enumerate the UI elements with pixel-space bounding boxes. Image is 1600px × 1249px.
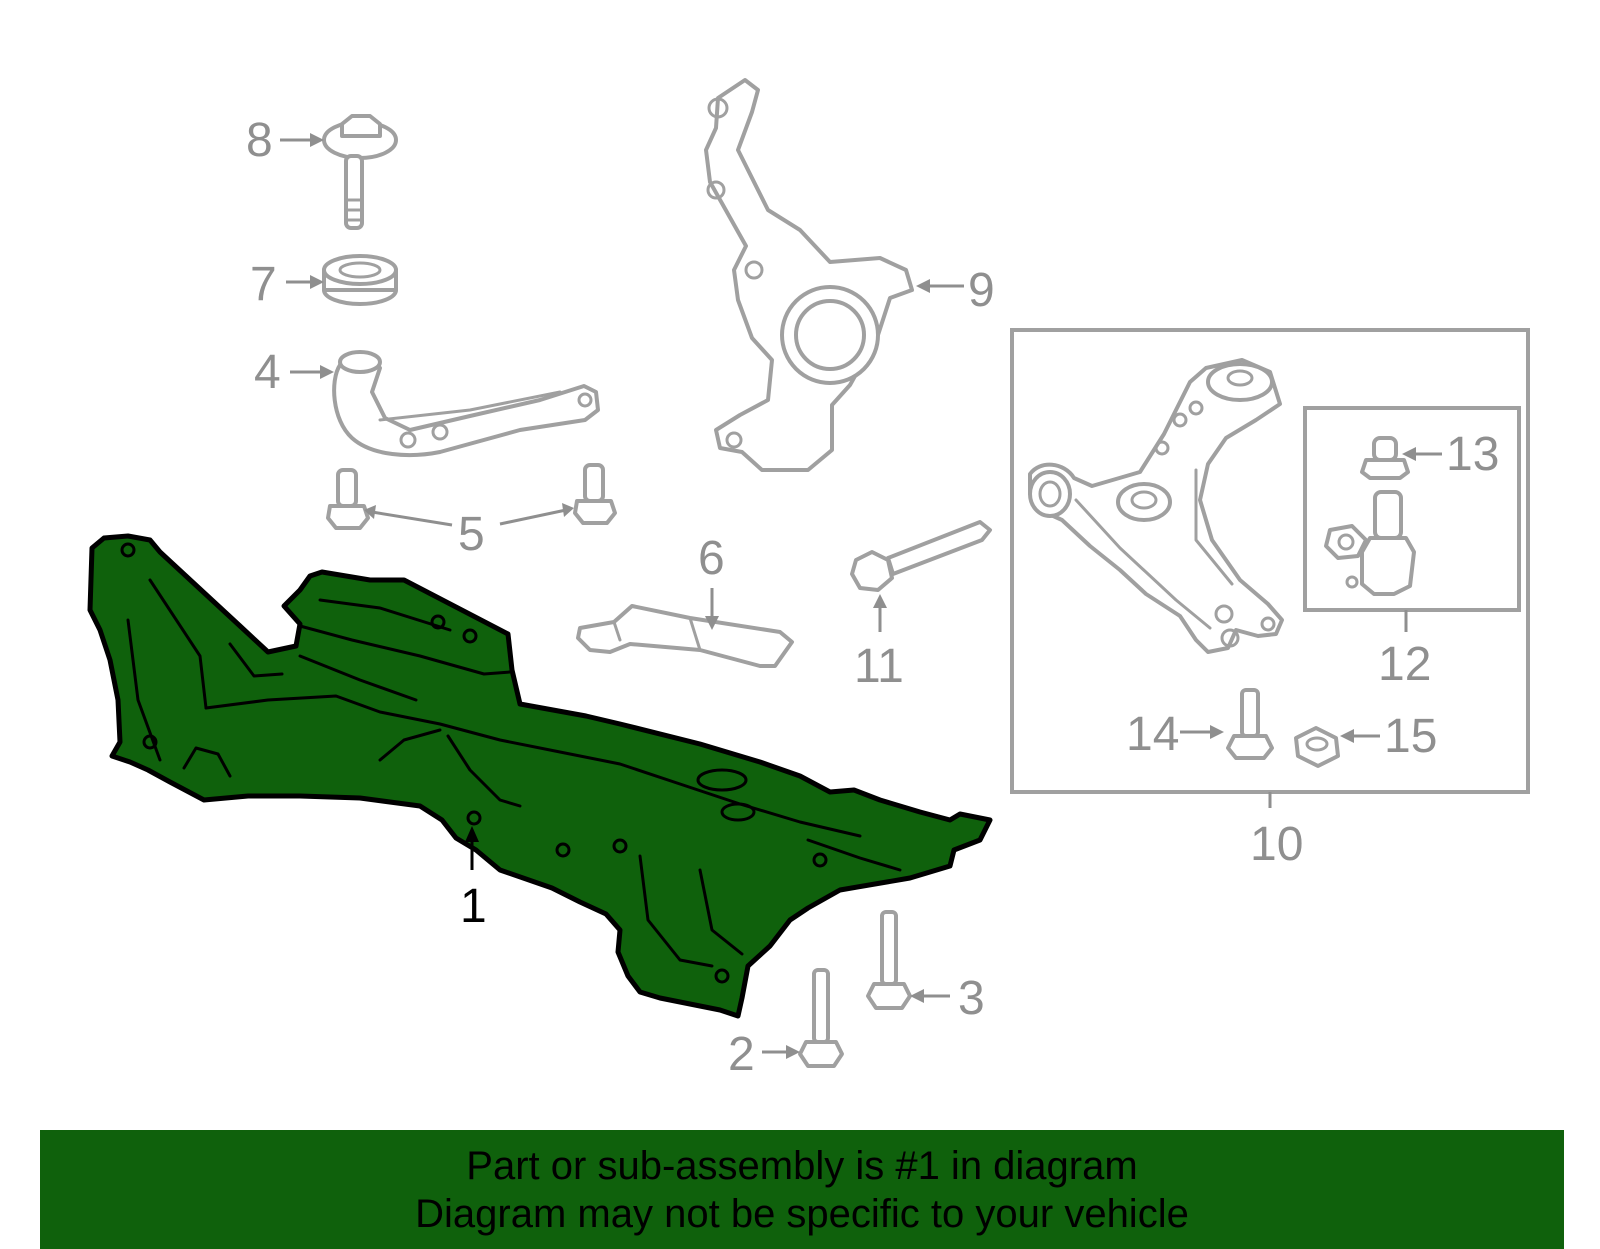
part-11-bolt[interactable] <box>850 520 992 592</box>
callout-10: 10 <box>1250 818 1303 871</box>
callout-7: 7 <box>250 258 277 311</box>
leader-arrows <box>280 133 1442 1059</box>
part-6-bracket[interactable] <box>576 604 794 668</box>
callout-8: 8 <box>246 114 273 167</box>
callout-2: 2 <box>728 1028 755 1081</box>
part-12-group-box <box>1303 406 1521 612</box>
callout-13: 13 <box>1446 428 1499 481</box>
part-9-knuckle[interactable] <box>704 78 914 472</box>
part-1-subframe[interactable] <box>87 533 993 1019</box>
part-15-nut[interactable] <box>1294 726 1340 768</box>
callout-4: 4 <box>254 346 281 399</box>
callout-11: 11 <box>854 640 904 693</box>
part-10-control-arm[interactable] <box>1028 358 1284 654</box>
part-12-ball-joint[interactable] <box>1324 490 1416 596</box>
part-2-bolt[interactable] <box>798 968 844 1068</box>
part-7-washer[interactable] <box>322 254 398 306</box>
callout-9: 9 <box>968 264 995 317</box>
callout-14: 14 <box>1126 708 1179 761</box>
callout-1: 1 <box>460 880 487 933</box>
callout-3: 3 <box>958 972 985 1025</box>
info-banner: Part or sub-assembly is #1 in diagram Di… <box>40 1130 1564 1249</box>
part-5-bolt-left[interactable] <box>326 468 370 530</box>
part-4-arm[interactable] <box>332 350 600 458</box>
part-14-bolt[interactable] <box>1226 688 1274 760</box>
part-1-arrow <box>465 826 479 870</box>
part-3-bolt[interactable] <box>866 910 912 1010</box>
callout-5: 5 <box>458 508 485 561</box>
callout-6: 6 <box>698 532 725 585</box>
part-5-bolt-right[interactable] <box>573 463 617 525</box>
callout-15: 15 <box>1384 710 1437 763</box>
part-8-bolt[interactable] <box>322 114 398 230</box>
banner-line-2: Diagram may not be specific to your vehi… <box>415 1192 1189 1236</box>
banner-line-1: Part or sub-assembly is #1 in diagram <box>466 1144 1138 1188</box>
part-13-nut[interactable] <box>1360 436 1410 480</box>
callout-12: 12 <box>1378 638 1431 691</box>
